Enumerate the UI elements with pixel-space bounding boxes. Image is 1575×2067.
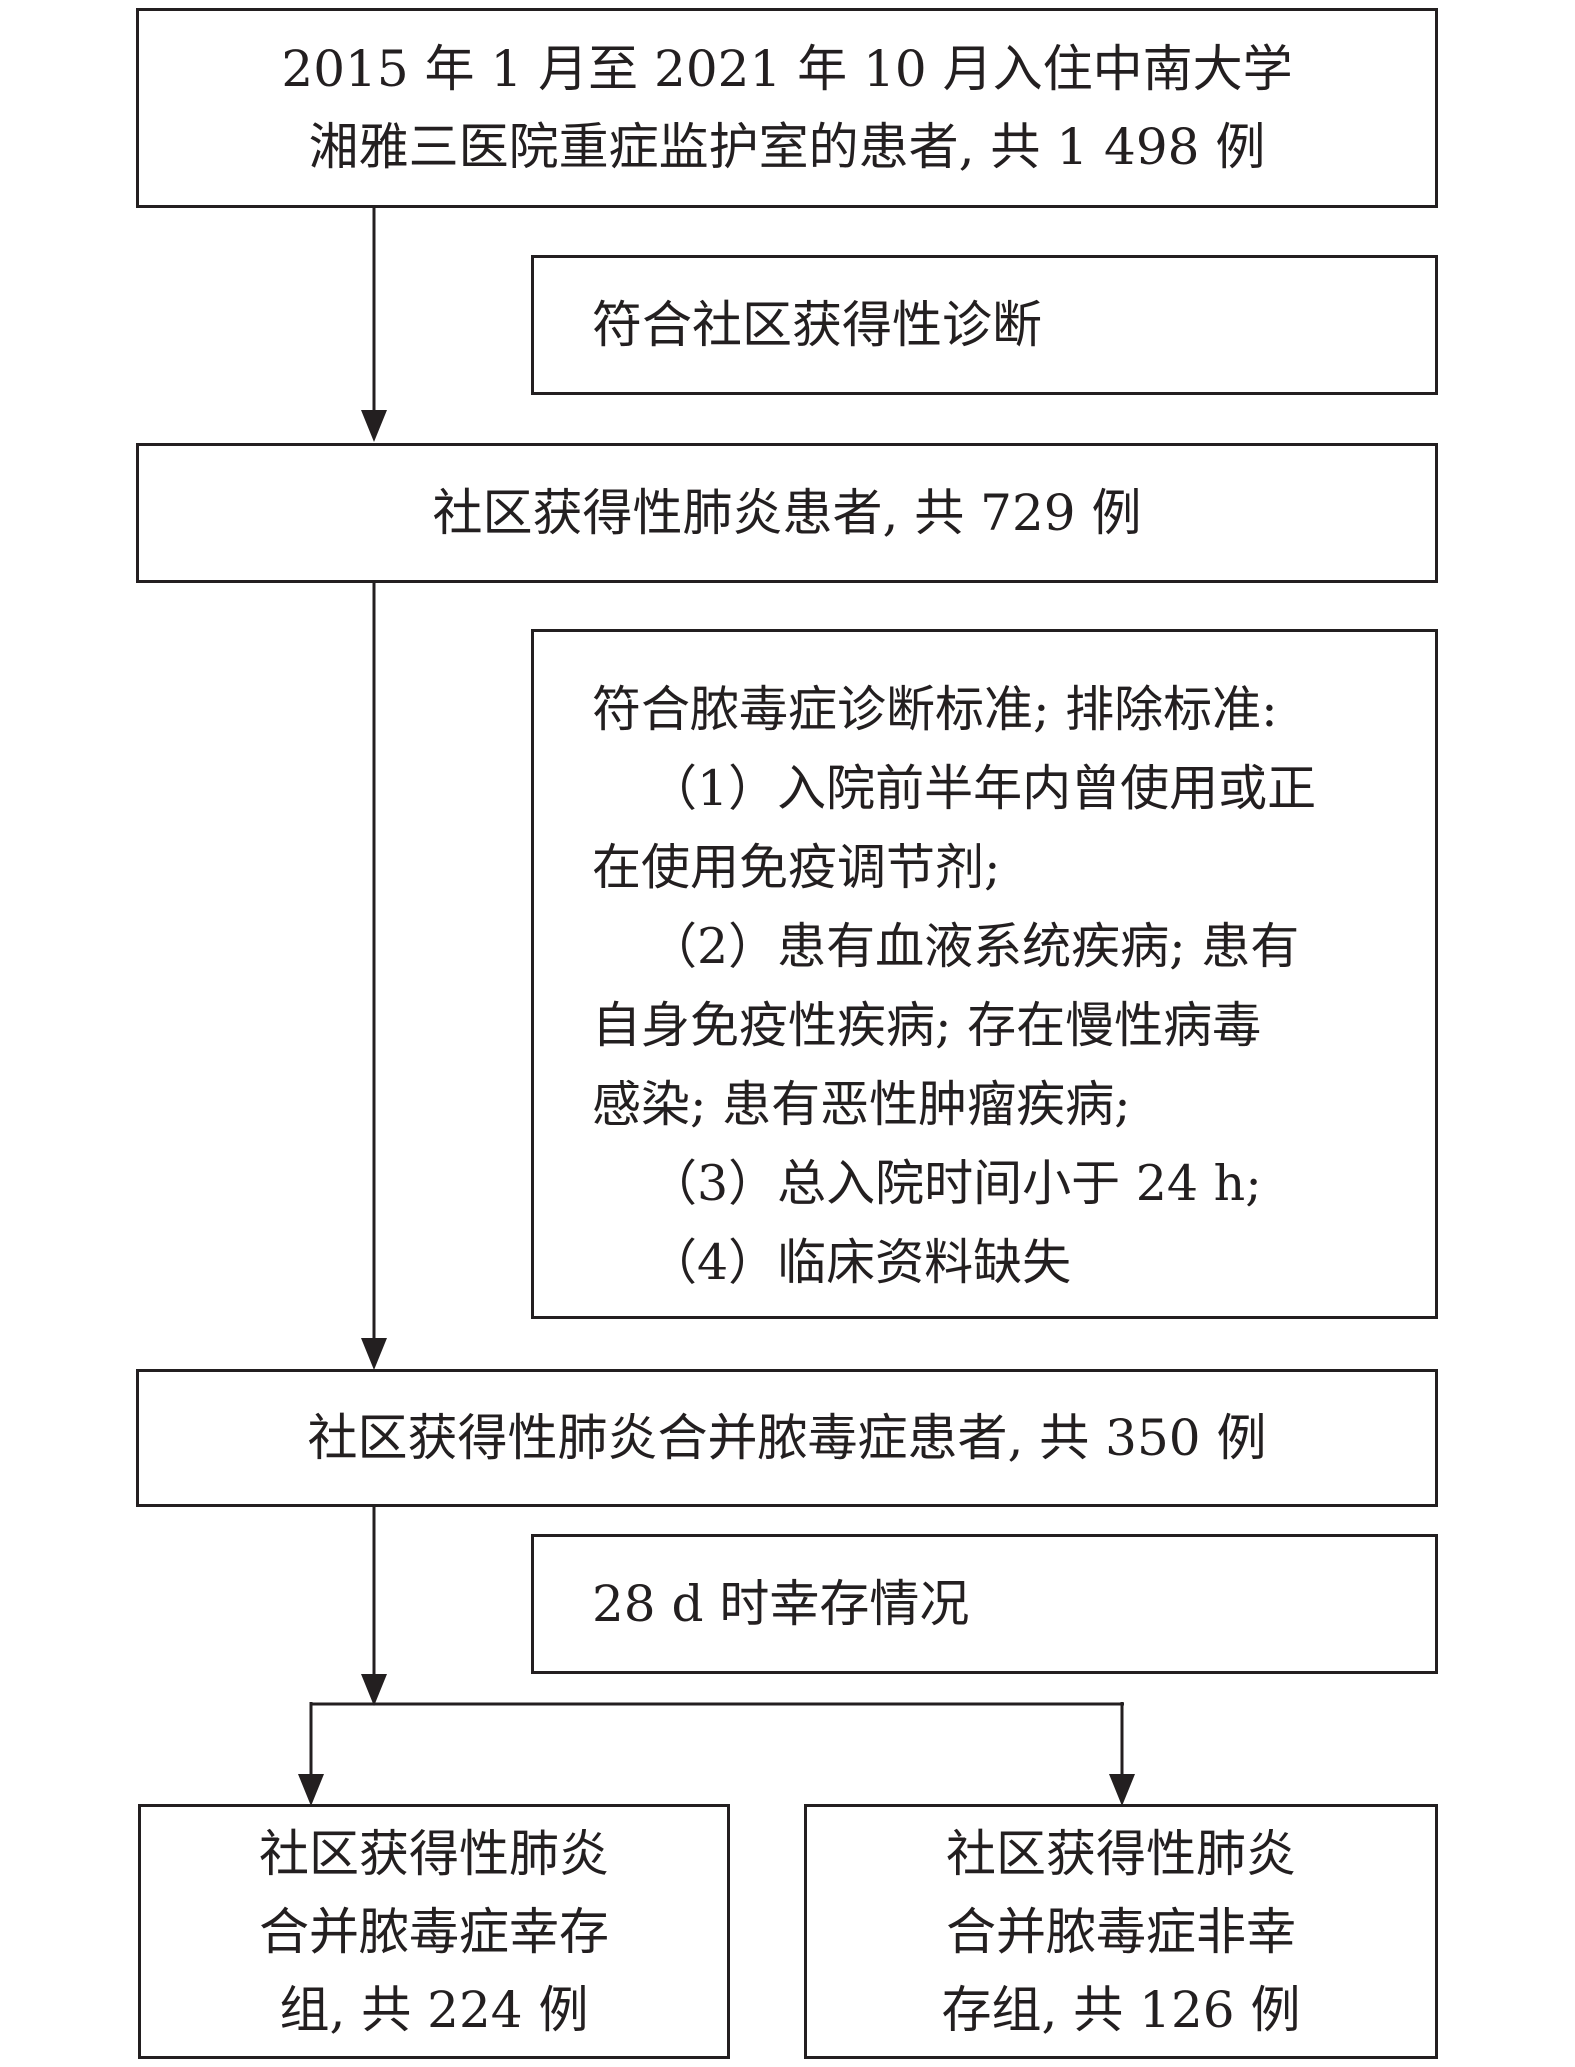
criteria-line-6: 感染; 患有恶性肿瘤疾病; bbox=[592, 1076, 1131, 1133]
survival-group-line-1: 社区获得性肺炎 bbox=[259, 1824, 609, 1883]
criteria-line-8: （4）临床资料缺失 bbox=[648, 1234, 1072, 1291]
criteria-line-1: 符合脓毒症诊断标准; 排除标准: bbox=[592, 681, 1278, 738]
survival-status-box: 28 d 时幸存情况 bbox=[531, 1534, 1438, 1674]
survival-group-box: 社区获得性肺炎 合并脓毒症幸存 组, 共 224 例 bbox=[138, 1804, 730, 2059]
criteria-line-2: （1）入院前半年内曾使用或正 bbox=[648, 760, 1317, 817]
cap-sepsis-patients-box-text: 社区获得性肺炎合并脓毒症患者, 共 350 例 bbox=[307, 1409, 1267, 1467]
arrowhead-down-icon bbox=[361, 410, 387, 442]
survival-group-line-3: 组, 共 224 例 bbox=[279, 1980, 589, 2039]
criteria-box-cap-diagnosis-text: 符合社区获得性诊断 bbox=[592, 296, 1042, 354]
cap-patients-box: 社区获得性肺炎患者, 共 729 例 bbox=[136, 443, 1438, 583]
criteria-line-4: （2）患有血液系统疾病; 患有 bbox=[648, 918, 1300, 975]
arrowhead-down-icon bbox=[1109, 1774, 1135, 1806]
non-survival-group-line-1: 社区获得性肺炎 bbox=[946, 1824, 1296, 1883]
sepsis-criteria-box: 符合脓毒症诊断标准; 排除标准: （1）入院前半年内曾使用或正 在使用免疫调节剂… bbox=[531, 629, 1438, 1319]
criteria-box-cap-diagnosis: 符合社区获得性诊断 bbox=[531, 255, 1438, 395]
criteria-line-7: （3）总入院时间小于 24 h; bbox=[648, 1155, 1262, 1212]
start-box: 2015 年 1 月至 2021 年 10 月入住中南大学 湘雅三医院重症监护室… bbox=[136, 8, 1438, 208]
arrowhead-down-icon bbox=[361, 1338, 387, 1370]
cap-patients-box-text: 社区获得性肺炎患者, 共 729 例 bbox=[432, 484, 1142, 542]
arrowhead-down-icon bbox=[361, 1674, 387, 1706]
criteria-line-3: 在使用免疫调节剂; bbox=[592, 839, 1001, 896]
start-box-line-1: 2015 年 1 月至 2021 年 10 月入住中南大学 bbox=[281, 40, 1293, 98]
cap-sepsis-patients-box: 社区获得性肺炎合并脓毒症患者, 共 350 例 bbox=[136, 1369, 1438, 1507]
survival-group-line-2: 合并脓毒症幸存 bbox=[259, 1902, 609, 1961]
non-survival-group-box: 社区获得性肺炎 合并脓毒症非幸 存组, 共 126 例 bbox=[804, 1804, 1438, 2059]
non-survival-group-line-2: 合并脓毒症非幸 bbox=[946, 1902, 1296, 1961]
criteria-line-5: 自身免疫性疾病; 存在慢性病毒 bbox=[592, 997, 1262, 1054]
non-survival-group-line-3: 存组, 共 126 例 bbox=[941, 1980, 1301, 2039]
survival-status-box-text: 28 d 时幸存情况 bbox=[592, 1575, 970, 1633]
start-box-line-2: 湘雅三医院重症监护室的患者, 共 1 498 例 bbox=[308, 118, 1266, 176]
arrowhead-down-icon bbox=[298, 1774, 324, 1806]
